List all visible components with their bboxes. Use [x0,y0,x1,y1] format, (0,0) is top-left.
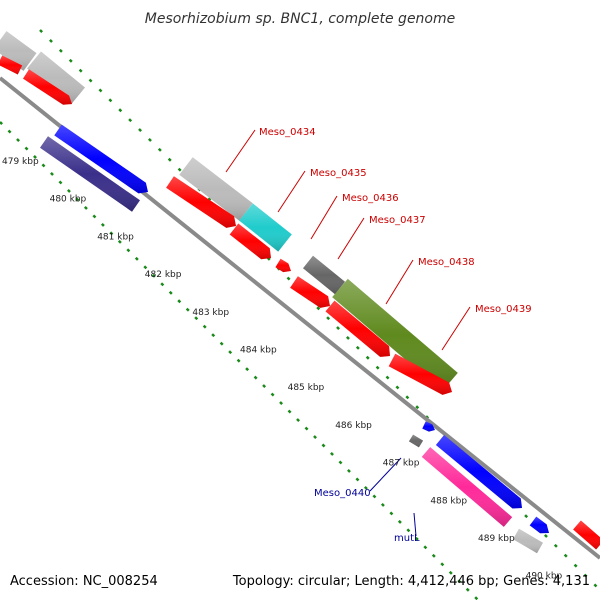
cds-block-meso-0437-shade [290,276,330,308]
label-leader-line [369,457,402,492]
tick-label: 482 kbp [145,270,182,280]
gene-label[interactable]: Meso_0436 [342,193,399,204]
label-leader-line [385,259,414,305]
label-leader-line [277,170,306,213]
tick-label: 480 kbp [50,195,87,205]
cds-block-meso-0435-shade [229,223,271,260]
label-leader-line [413,512,417,537]
gene-block-meso-0437-shade [303,255,345,295]
gene-label[interactable]: Meso_0434 [259,127,316,138]
gene-label[interactable]: mutL [394,533,420,544]
gene-labels: Meso_0434Meso_0435Meso_0436Meso_0437Meso… [225,127,532,544]
label-leader-line [337,217,365,260]
kbp-tick-labels: 479 kbp 480 kbp 481 kbp 482 kbp 483 kbp 484 k… [2,157,563,582]
forward-block-small-shade [422,421,435,432]
gene-label[interactable]: Meso_0439 [475,304,532,315]
forward-block-a-shade [54,124,148,194]
cds-block-mutl-shade [421,447,513,527]
tick-label: 485 kbp [288,383,325,393]
gene-block-b-shade [27,51,85,105]
gene-features [0,31,600,554]
cds-block-c-shade [573,520,600,550]
forward-block-mutl-shade [435,435,522,509]
tick-label: 479 kbp [2,157,39,167]
tick-label: 488 kbp [430,496,467,506]
gene-label[interactable]: Meso_0438 [418,257,475,268]
tick-label: 486 kbp [335,421,372,431]
cds-block-b-shade [23,69,72,105]
cds-block-meso-0436-shade [275,258,291,273]
label-leader-line [225,129,256,173]
gene-label[interactable]: Meso_0440 [314,488,371,499]
gene-block-meso-0434-shade [179,157,253,221]
gene-block-c-shade [513,528,543,554]
tick-label: 490 kbp [526,572,563,582]
cds-block-meso-0434-shade [166,176,236,228]
gene-block-a-shade [0,31,37,71]
tick-label: 484 kbp [240,346,277,356]
cds-block-a-shade [0,55,23,75]
map-title: Mesorhizobium sp. BNC1, complete genome [145,11,456,27]
gene-label[interactable]: Meso_0437 [369,215,426,226]
gene-block-meso-0440-shade [408,434,424,448]
gene-block-meso-0438-0439-shade [332,278,458,392]
gene-label[interactable]: Meso_0435 [310,168,367,179]
forward-block-c-shade [529,516,549,534]
forward-block-b-shade [40,136,140,212]
accession-text: Accession: NC_008254 [10,574,158,589]
inner-tick-ring [0,121,480,600]
label-leader-line [310,195,338,240]
tick-label: 483 kbp [192,308,229,318]
tick-label: 481 kbp [97,232,134,242]
cds-block-meso-0438-shade [325,300,390,357]
tick-label: 489 kbp [478,534,515,544]
tick-label: 487 kbp [383,459,420,469]
topology-summary: Topology: circular; Length: 4,412,446 bp… [232,574,590,589]
label-leader-line [441,306,471,351]
cds-block-meso-0439-shade [388,353,452,395]
gene-block-meso-0435-shade [239,203,292,252]
